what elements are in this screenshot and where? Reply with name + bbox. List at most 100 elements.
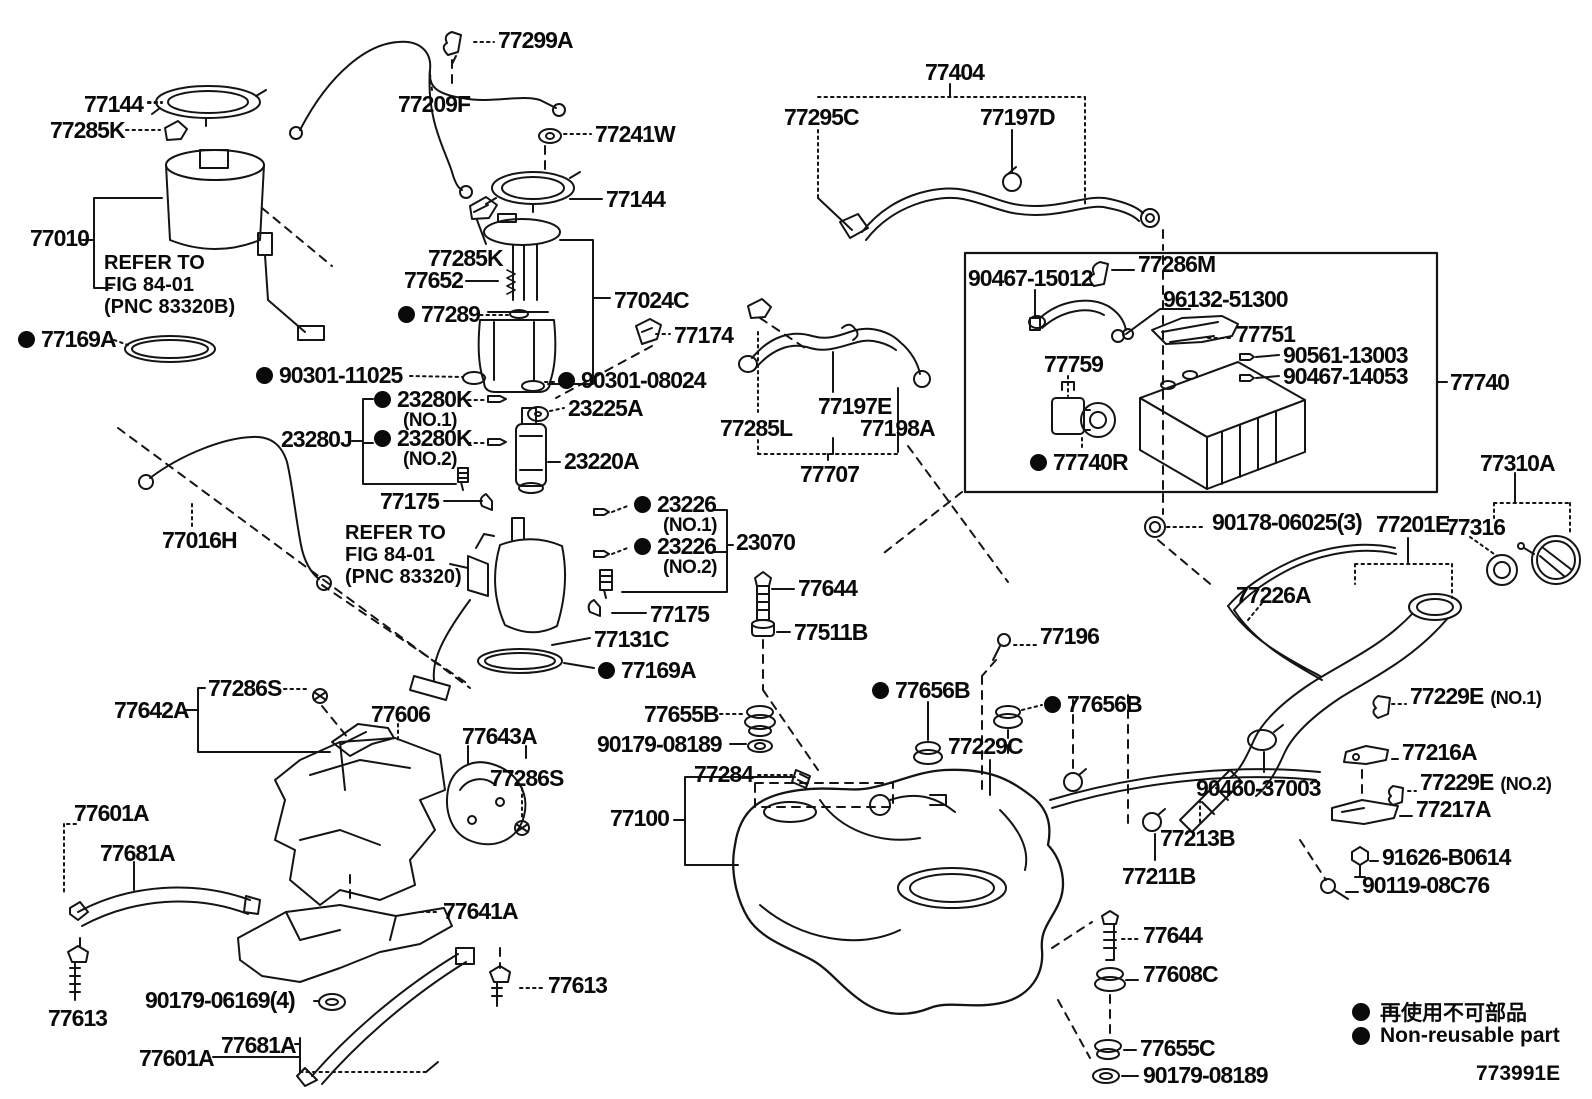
part-label-77511b: 77511B: [794, 620, 868, 644]
part-number-text: 77740: [1450, 369, 1510, 395]
non-reusable-dot: [634, 496, 651, 513]
part-number-text: 77656B: [1067, 691, 1143, 717]
non-reusable-dot: [1352, 1027, 1370, 1045]
part-number-text: 77217A: [1416, 796, 1492, 822]
legend-en-text: Non-reusable part: [1380, 1024, 1560, 1047]
part-number-text: 77601A: [74, 800, 150, 826]
part-number-text: 77209F: [398, 91, 471, 117]
part-label-23070: 23070: [736, 530, 796, 554]
part-label-77644: 77644: [1143, 922, 1203, 948]
part-label-77285k: 77285K: [50, 118, 126, 142]
part-label-77144: 77144: [84, 92, 144, 116]
part-number-text: 77285L: [720, 415, 793, 441]
part-label-77211b: 77211B: [1122, 864, 1196, 888]
part-label-77217a: 77217A: [1416, 796, 1492, 822]
part-label-77759: 77759: [1044, 352, 1104, 376]
part-number-text: 90178-06025(3): [1212, 509, 1363, 535]
part-label-77201e: 77201E: [1376, 511, 1450, 537]
part-label-90179-06169(4): 90179-06169(4): [145, 988, 296, 1012]
part-label-77751: 77751: [1236, 321, 1296, 347]
part-number-text: 77641A: [443, 898, 519, 924]
part-number-text: 77229C: [948, 733, 1024, 759]
part-label-77643a: 77643A: [462, 723, 538, 749]
part-number-text: 77642A: [114, 697, 190, 723]
heat-insulators-and-tank-bands: [63, 687, 545, 1087]
part-number-text: 77644: [1143, 922, 1203, 948]
part-number-text: 77404: [925, 59, 985, 85]
refer-to-note: REFER TO FIG 84-01 (PNC 83320): [345, 522, 462, 588]
part-label-77197e: 77197E: [818, 394, 892, 418]
part-number-text: 77197D: [980, 104, 1056, 130]
part-number-text: 77601A: [139, 1045, 215, 1071]
part-number-text: 77016H: [162, 527, 238, 553]
part-label-77740r: 77740R: [1030, 450, 1129, 474]
non-reusable-dot: [1352, 1003, 1370, 1021]
non-reusable-dot: [1044, 696, 1061, 713]
part-label-77213b: 77213B: [1160, 826, 1236, 850]
part-label-77100: 77100: [610, 806, 670, 830]
non-reusable-dot: [374, 391, 391, 408]
part-label-23225a: 23225A: [568, 396, 644, 420]
legend-jp: 再使用不可部品: [1352, 997, 1527, 1027]
part-label-77656b: 77656B: [1044, 691, 1143, 717]
part-number-text: 23226: [657, 533, 717, 559]
part-label-77606: 77606: [371, 702, 431, 726]
part-label-77284: 77284: [694, 761, 754, 787]
part-number-text: 77299A: [498, 27, 574, 53]
part-number-text: 77175: [650, 601, 710, 627]
non-reusable-dot: [634, 538, 651, 555]
non-reusable-dot: [18, 331, 35, 348]
non-reusable-dot: [558, 372, 575, 389]
part-number-text: 77285K: [428, 245, 504, 271]
part-label-77655b: 77655B: [644, 701, 720, 727]
part-number-text: 23280K: [397, 386, 473, 412]
part-number-text: 77201E: [1376, 511, 1450, 537]
part-label-77310a: 77310A: [1480, 451, 1556, 475]
part-number-text: 77284: [694, 761, 754, 787]
part-label-77209f: 77209F: [398, 91, 471, 117]
part-number-variant: (NO.1): [663, 515, 718, 537]
part-number-variant: (NO.1): [1490, 688, 1542, 708]
part-label-77316: 77316: [1446, 515, 1506, 539]
fuel-pump-module-77024C: [351, 213, 671, 491]
part-label-77644: 77644: [798, 575, 858, 601]
part-number-text: 77226A: [1236, 582, 1312, 608]
part-number-text: 23226: [657, 491, 717, 517]
part-number-text: 77751: [1236, 321, 1296, 347]
part-number-text: 77613: [548, 972, 608, 998]
part-label-77169a: 77169A: [18, 327, 117, 351]
part-number-text: 77643A: [462, 723, 538, 749]
part-number-text: 77175: [380, 488, 440, 514]
part-number-text: 23220A: [564, 448, 640, 474]
part-label-77024c: 77024C: [614, 288, 690, 312]
part-label-77613: 77613: [548, 972, 608, 998]
part-label-77707: 77707: [800, 462, 860, 486]
part-label-77229c: 77229C: [948, 733, 1024, 759]
part-label-77229e: 77229E(NO.2): [1420, 769, 1552, 795]
tank-mounting-small-parts: [719, 571, 1129, 826]
part-number-text: 90467-15012: [968, 265, 1094, 291]
fuel-tube-77016H: [138, 435, 332, 591]
part-label-96132-51300: 96132-51300: [1163, 287, 1289, 311]
part-label-90179-08189: 90179-08189: [597, 732, 723, 756]
part-number-variant: (NO.1): [403, 410, 457, 432]
part-number-text: 77010: [30, 225, 90, 251]
part-number-text: 91626-B0614: [1382, 844, 1511, 870]
part-number-text: 77644: [798, 575, 858, 601]
lock-ring-and-grommet: [469, 128, 603, 245]
part-label-77197d: 77197D: [980, 104, 1056, 130]
part-label-77740: 77740: [1450, 369, 1510, 395]
part-label-77226a: 77226A: [1236, 582, 1312, 608]
part-label-77404: 77404: [925, 59, 985, 85]
part-number-text: 77655B: [644, 701, 720, 727]
part-label-77174: 77174: [674, 323, 734, 347]
part-number-text: 77229E: [1420, 769, 1494, 795]
part-number-text: 77286S: [208, 675, 282, 701]
fuel-filler-pipe-assembly: [1142, 472, 1581, 900]
part-label-90467-15012: 90467-15012: [968, 265, 1094, 291]
part-label-77198a: 77198A: [860, 416, 936, 440]
part-label-77216a: 77216A: [1402, 739, 1478, 765]
part-number-text: 77216A: [1402, 739, 1478, 765]
part-label-77131c: 77131C: [594, 627, 670, 651]
